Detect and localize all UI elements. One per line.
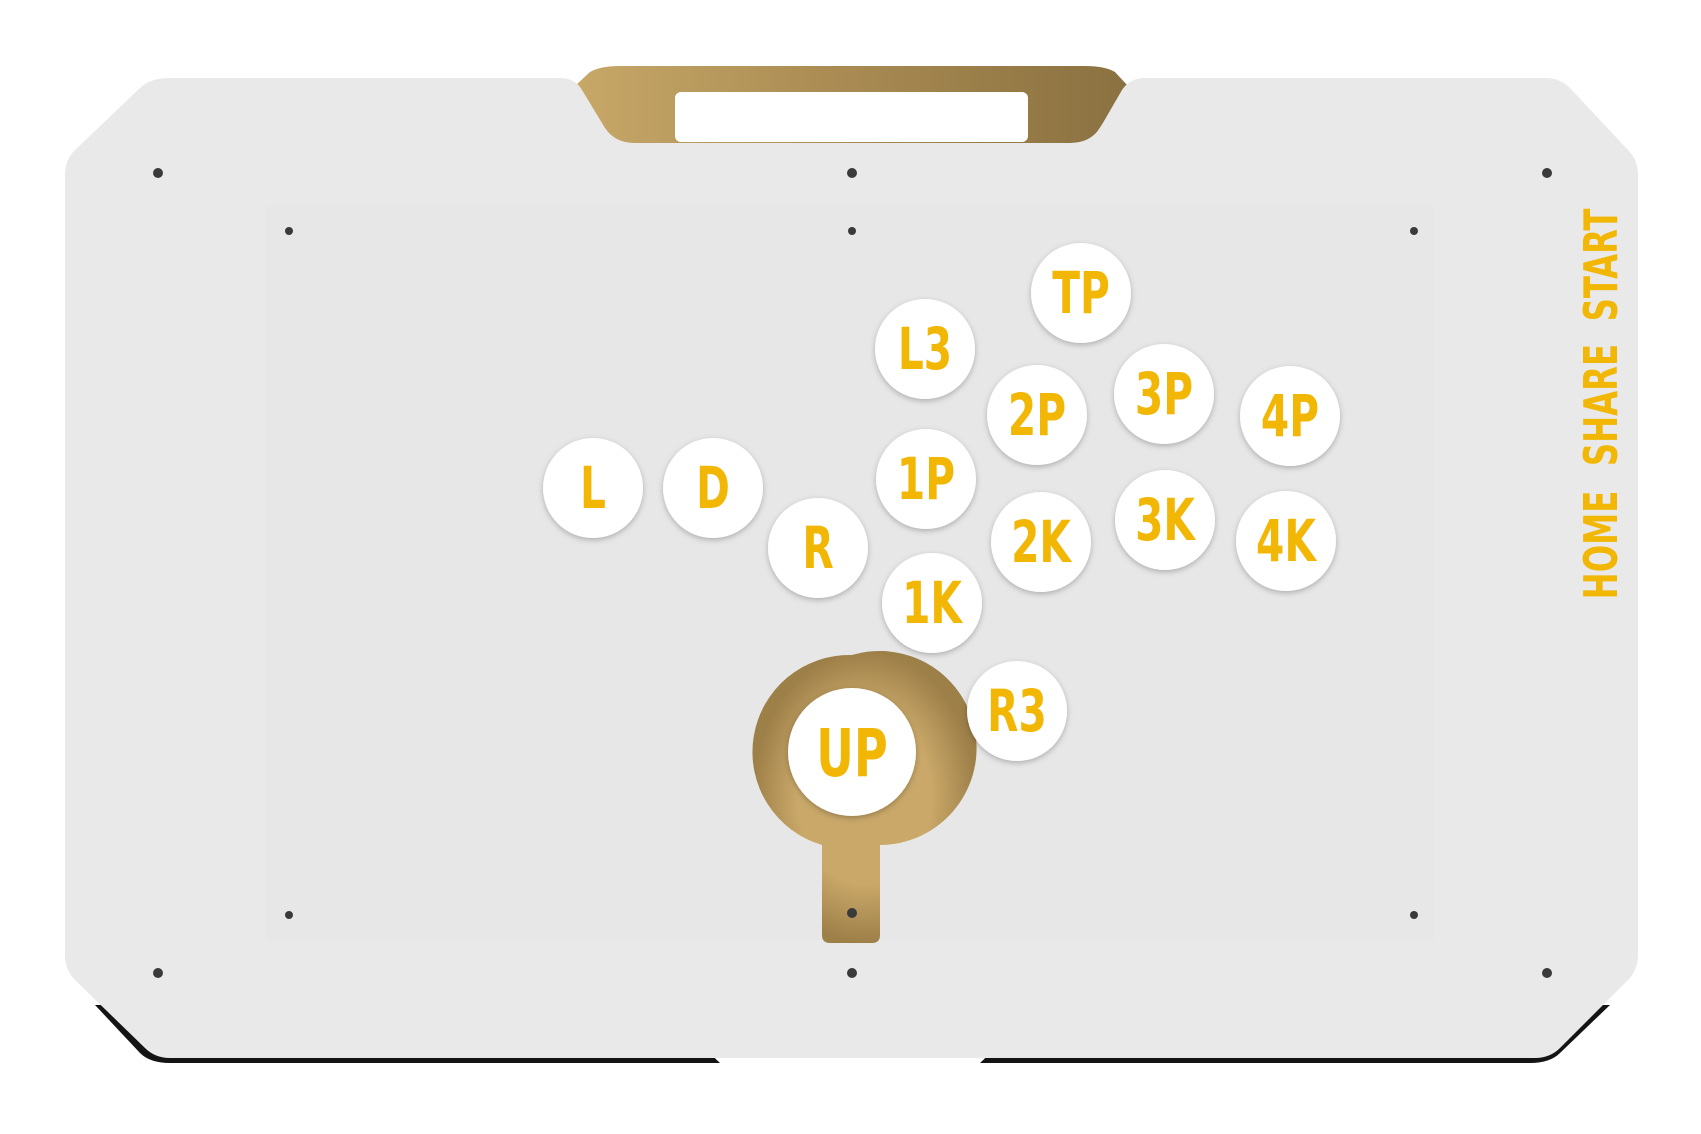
- screw-hole: [285, 911, 293, 919]
- button-label: TP: [1052, 261, 1110, 328]
- button-cap[interactable]: [768, 498, 868, 598]
- screw-hole: [1542, 968, 1552, 978]
- button-cap[interactable]: [1114, 344, 1214, 444]
- button-cap[interactable]: [1115, 470, 1215, 570]
- screw-hole: [1410, 911, 1418, 919]
- button-cap[interactable]: [663, 438, 763, 538]
- button-cap[interactable]: [1236, 491, 1336, 591]
- screw-holes: [153, 168, 1552, 978]
- button-3k[interactable]: 3K: [1115, 470, 1215, 570]
- button-cap[interactable]: [543, 438, 643, 538]
- button-label: UP: [816, 715, 888, 792]
- button-4k[interactable]: 4K: [1236, 491, 1336, 591]
- screw-hole: [285, 227, 293, 235]
- button-cap[interactable]: [1031, 243, 1131, 343]
- button-2k[interactable]: 2K: [991, 492, 1091, 592]
- button-label: 4P: [1261, 384, 1319, 451]
- handle-cutout: [675, 92, 1028, 142]
- button-4p[interactable]: 4P: [1240, 366, 1340, 466]
- button-label: 2K: [1011, 510, 1072, 577]
- button-up[interactable]: UP: [788, 688, 916, 816]
- button-1k[interactable]: 1K: [882, 553, 982, 653]
- button-cap[interactable]: [1240, 366, 1340, 466]
- button-r[interactable]: R: [768, 498, 868, 598]
- button-label: 1K: [902, 571, 963, 638]
- screw-hole: [1410, 227, 1418, 235]
- button-cap[interactable]: [875, 299, 975, 399]
- button-l[interactable]: L: [543, 438, 643, 538]
- screw-hole: [848, 227, 856, 235]
- button-label: R3: [987, 679, 1047, 746]
- button-cap[interactable]: [987, 365, 1087, 465]
- button-tp[interactable]: TP: [1031, 243, 1131, 343]
- button-cap[interactable]: [882, 553, 982, 653]
- button-d[interactable]: D: [663, 438, 763, 538]
- button-label: 2P: [1008, 383, 1066, 450]
- button-3p[interactable]: 3P: [1114, 344, 1214, 444]
- screw-hole: [847, 968, 857, 978]
- button-cap[interactable]: [991, 492, 1091, 592]
- side-button-home[interactable]: HOME: [1575, 491, 1629, 600]
- button-cap[interactable]: [876, 429, 976, 529]
- button-label: L3: [898, 317, 952, 384]
- button-label: R: [802, 516, 833, 583]
- button-label: L: [580, 456, 606, 523]
- button-2p[interactable]: 2P: [987, 365, 1087, 465]
- screw-hole: [847, 168, 857, 178]
- screw-hole: [153, 168, 163, 178]
- button-label: 1P: [897, 447, 955, 514]
- button-label: 4K: [1256, 509, 1317, 576]
- screw-hole: [847, 908, 857, 918]
- button-cap[interactable]: [788, 688, 916, 816]
- button-cap[interactable]: [967, 661, 1067, 761]
- button-1p[interactable]: 1P: [876, 429, 976, 529]
- side-button-share[interactable]: SHARE: [1575, 344, 1629, 466]
- screw-hole: [1542, 168, 1552, 178]
- button-label: 3P: [1135, 362, 1193, 429]
- button-l3[interactable]: L3: [875, 299, 975, 399]
- button-label: 3K: [1135, 488, 1196, 555]
- button-label: D: [696, 456, 730, 523]
- screw-hole: [153, 968, 163, 978]
- side-buttons-layer: START SHARE HOME: [1575, 208, 1629, 599]
- side-button-start[interactable]: START: [1575, 208, 1629, 321]
- button-r3[interactable]: R3: [967, 661, 1067, 761]
